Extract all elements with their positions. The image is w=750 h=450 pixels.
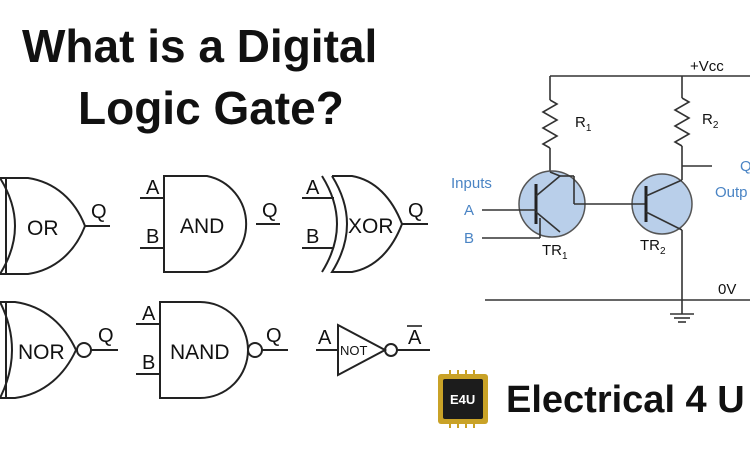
chip-text: E4U	[450, 392, 475, 407]
and-gate-input-a-label: A	[146, 177, 160, 199]
xor-gate-extra-curve	[321, 175, 338, 273]
and-gate-label: AND	[180, 215, 224, 238]
inputs-label: Inputs	[451, 175, 492, 192]
transistor-circuit: +Vcc R1 R2 Q Outp TR1 Inputs A B	[451, 58, 750, 323]
or-gate-output-label: Q	[91, 201, 107, 223]
title-line-1: What is a Digital	[22, 20, 377, 72]
tr1-emitter-lead	[535, 211, 561, 233]
nor-gate: NOR Q	[0, 301, 118, 399]
nor-gate-invert-bubble	[76, 342, 92, 358]
xor-gate-output-label: Q	[408, 200, 424, 222]
and-gate-output-label: Q	[262, 200, 278, 222]
or-gate: OR Q	[0, 177, 110, 275]
tr1-r1-join	[549, 171, 561, 177]
chip-pins	[449, 370, 475, 428]
xor-gate: A B XOR Q	[302, 175, 428, 273]
not-gate-output-label: A	[408, 327, 422, 349]
input-a-label: A	[464, 202, 474, 219]
nand-gate-invert-bubble	[247, 342, 263, 358]
not-gate: A NOT A	[316, 323, 430, 377]
r2-label: R2	[702, 111, 719, 131]
or-gate-back-curve	[0, 177, 16, 275]
tr2-collector-lead	[645, 179, 683, 197]
output-partial-label: Q	[740, 158, 750, 175]
xor-gate-label: XOR	[348, 215, 394, 238]
and-gate-body	[163, 175, 248, 273]
nand-gate: A B NAND Q	[136, 301, 288, 399]
r1-label: R1	[575, 114, 592, 134]
vcc-label: +Vcc	[690, 58, 724, 75]
tr1-label: TR1	[542, 242, 568, 262]
xor-gate-input-b-label: B	[306, 226, 319, 248]
and-gate-input-b-label: B	[146, 226, 159, 248]
tr1-collector-lead	[535, 175, 561, 197]
tr2-emitter-lead	[645, 211, 683, 231]
nand-gate-label: NAND	[170, 341, 230, 364]
not-gate-input-label: A	[318, 327, 332, 349]
title-line-2: Logic Gate?	[78, 82, 344, 134]
nand-gate-input-b-label: B	[142, 352, 155, 374]
nand-gate-output-label: Q	[266, 325, 282, 347]
tr2-label: TR2	[640, 237, 666, 257]
nand-gate-input-a-label: A	[142, 303, 156, 325]
r2-resistor	[673, 97, 691, 147]
ground-label: 0V	[718, 281, 736, 298]
nor-gate-back-curve	[0, 301, 13, 399]
brand-logo: E4U Electrical 4 U	[438, 370, 745, 428]
xor-gate-input-a-label: A	[306, 177, 320, 199]
xor-gate-body	[330, 175, 404, 273]
nor-gate-label: NOR	[18, 341, 65, 364]
brand-name: Electrical 4 U	[506, 379, 745, 421]
chip-icon	[443, 379, 483, 419]
input-b-label: B	[464, 230, 474, 247]
or-gate-label: OR	[27, 217, 59, 240]
not-gate-label: NOT	[340, 343, 368, 358]
and-gate: A B AND Q	[140, 175, 280, 273]
nor-gate-output-label: Q	[98, 325, 114, 347]
r1-resistor	[541, 99, 559, 149]
output-word-partial-label: Outp	[715, 184, 748, 201]
